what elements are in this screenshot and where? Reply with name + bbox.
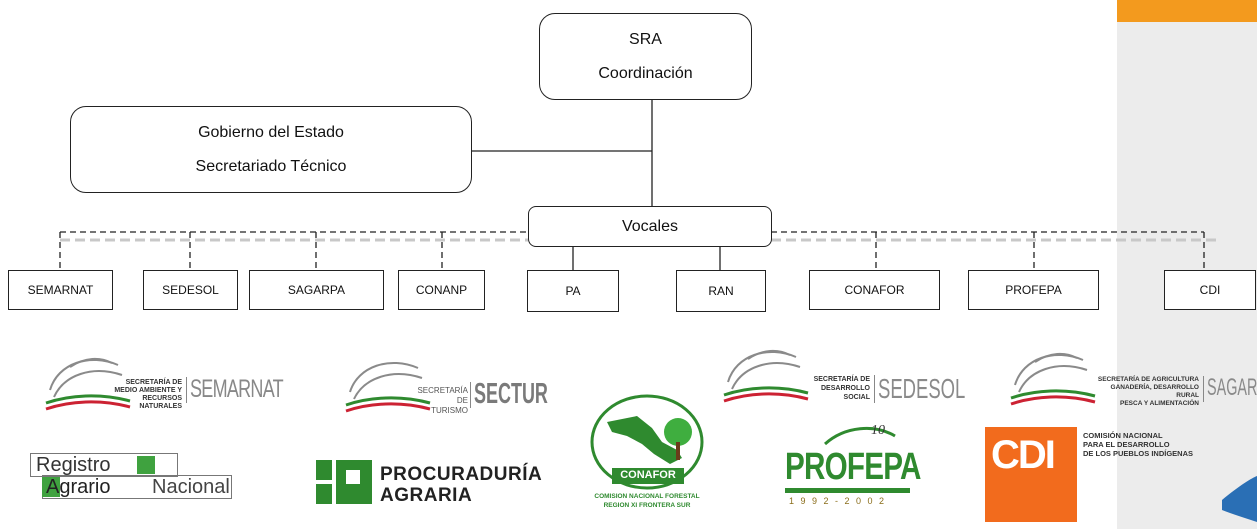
- member-label: CDI: [1199, 283, 1221, 297]
- sedesol-logo: SECRETARÍA DE DESARROLLO SOCIAL SEDESOL: [718, 337, 965, 412]
- member-label: PA: [565, 284, 581, 298]
- cdi-mark: CDI: [991, 433, 1056, 477]
- profepa-ten-years-icon: 10: [823, 423, 896, 446]
- conafor-logo: CONAFOR COMISION NACIONAL FORESTAL REGIO…: [582, 392, 712, 520]
- sagarpa-logo: SECRETARÍA DE AGRICULTURA GANADERÍA, DES…: [1005, 340, 1257, 415]
- member-conafor: CONAFOR: [809, 270, 940, 310]
- pa-line2: AGRARIA: [380, 485, 473, 506]
- sra-box: SRA Coordinación: [539, 13, 752, 100]
- member-label: SAGARPA: [287, 283, 346, 297]
- side-panel: [1117, 0, 1257, 529]
- cdi-logo: CDI COMISIÓN NACIONAL PARA EL DESARROLLO…: [985, 427, 1220, 522]
- profepa-name: PROFEPA: [785, 446, 921, 488]
- sedesol-line: SECRETARÍA DE: [813, 376, 870, 383]
- member-label: RAN: [708, 284, 734, 298]
- profepa-logo: 10 PROFEPA 1 9 9 2 - 2 0 0 2: [785, 420, 925, 510]
- sedesol-line: SOCIAL: [843, 394, 870, 401]
- sra-subtitle: Coordinación: [598, 64, 693, 82]
- semarnat-wordmark: SEMARNAT: [190, 375, 284, 403]
- sectur-logo: SECRETARÍA DE TURISMO SECTUR: [340, 350, 548, 415]
- member-label: CONAFOR: [844, 283, 905, 297]
- member-sedesol: SEDESOL: [143, 270, 238, 310]
- semarnat-logo: SECRETARÍA DE MEDIO AMBIENTE Y RECURSOS …: [40, 345, 284, 415]
- member-label: SEMARNAT: [27, 283, 94, 297]
- member-cdi: CDI: [1164, 270, 1256, 310]
- semarnat-line: MEDIO AMBIENTE Y: [114, 387, 182, 394]
- cdi-line: DE LOS PUEBLOS INDÍGENAS: [1083, 449, 1194, 458]
- member-sagarpa: SAGARPA: [249, 270, 384, 310]
- cdi-line: PARA EL DESARROLLO: [1083, 440, 1170, 449]
- sagarpa-wordmark: SAGARP: [1207, 374, 1257, 401]
- member-pa: PA: [527, 270, 619, 312]
- member-semarnat: SEMARNAT: [8, 270, 113, 310]
- eagle-emblem-icon: [45, 357, 131, 411]
- sectur-line: SECRETARÍA DE: [417, 386, 468, 405]
- svg-text:10: 10: [871, 423, 885, 438]
- member-profepa: PROFEPA: [968, 270, 1099, 310]
- member-label: CONANP: [415, 283, 468, 297]
- sedesol-wordmark: SEDESOL: [878, 373, 966, 404]
- sectur-wordmark: SECTUR: [474, 378, 548, 410]
- gobierno-title: Gobierno del Estado: [198, 123, 344, 141]
- eagle-emblem-icon: [1010, 352, 1096, 406]
- ran-logo: Registro Agrario Nacional: [30, 453, 235, 501]
- vocales-box: Vocales: [528, 206, 772, 247]
- pa-line1: PROCURADURÍA: [380, 464, 543, 485]
- ran-line1: Registro: [36, 454, 111, 476]
- conafor-sub1: COMISION NACIONAL FORESTAL: [594, 493, 700, 500]
- pa-mark-icon: [316, 460, 372, 504]
- conafor-globe-icon: [590, 394, 704, 490]
- member-label: PROFEPA: [1005, 283, 1062, 297]
- member-conanp: CONANP: [398, 270, 485, 310]
- ran-line2a: Agrario: [46, 476, 111, 498]
- gobierno-box: Gobierno del Estado Secretariado Técnico: [70, 106, 472, 193]
- semarnat-line: SECRETARÍA DE: [125, 379, 182, 386]
- sagarpa-line: SECRETARÍA DE AGRICULTURA: [1097, 376, 1199, 383]
- sagarpa-line: GANADERÍA, DESARROLLO RURAL: [1110, 384, 1199, 399]
- gobierno-subtitle: Secretariado Técnico: [195, 157, 347, 175]
- sedesol-line: DESARROLLO: [821, 385, 870, 392]
- orange-corner: [1117, 0, 1257, 22]
- sra-title: SRA: [629, 30, 662, 48]
- member-label: SEDESOL: [162, 283, 219, 297]
- ran-line2b: Nacional: [152, 476, 230, 498]
- vocales-label: Vocales: [621, 217, 679, 235]
- pa-logo: PROCURADURÍA AGRARIA: [314, 456, 544, 508]
- cdi-line: COMISIÓN NACIONAL: [1083, 431, 1163, 440]
- conafor-name: CONAFOR: [620, 469, 676, 481]
- semarnat-line: RECURSOS NATURALES: [139, 395, 182, 410]
- member-ran: RAN: [676, 270, 766, 312]
- eagle-emblem-icon: [345, 361, 431, 413]
- sagarpa-line: PESCA Y ALIMENTACIÓN: [1120, 400, 1199, 407]
- eagle-emblem-icon: [723, 349, 809, 403]
- profepa-years: 1 9 9 2 - 2 0 0 2: [789, 496, 887, 506]
- conafor-sub2: REGION XI FRONTERA SUR: [603, 502, 691, 509]
- sectur-line: TURISMO: [431, 406, 468, 415]
